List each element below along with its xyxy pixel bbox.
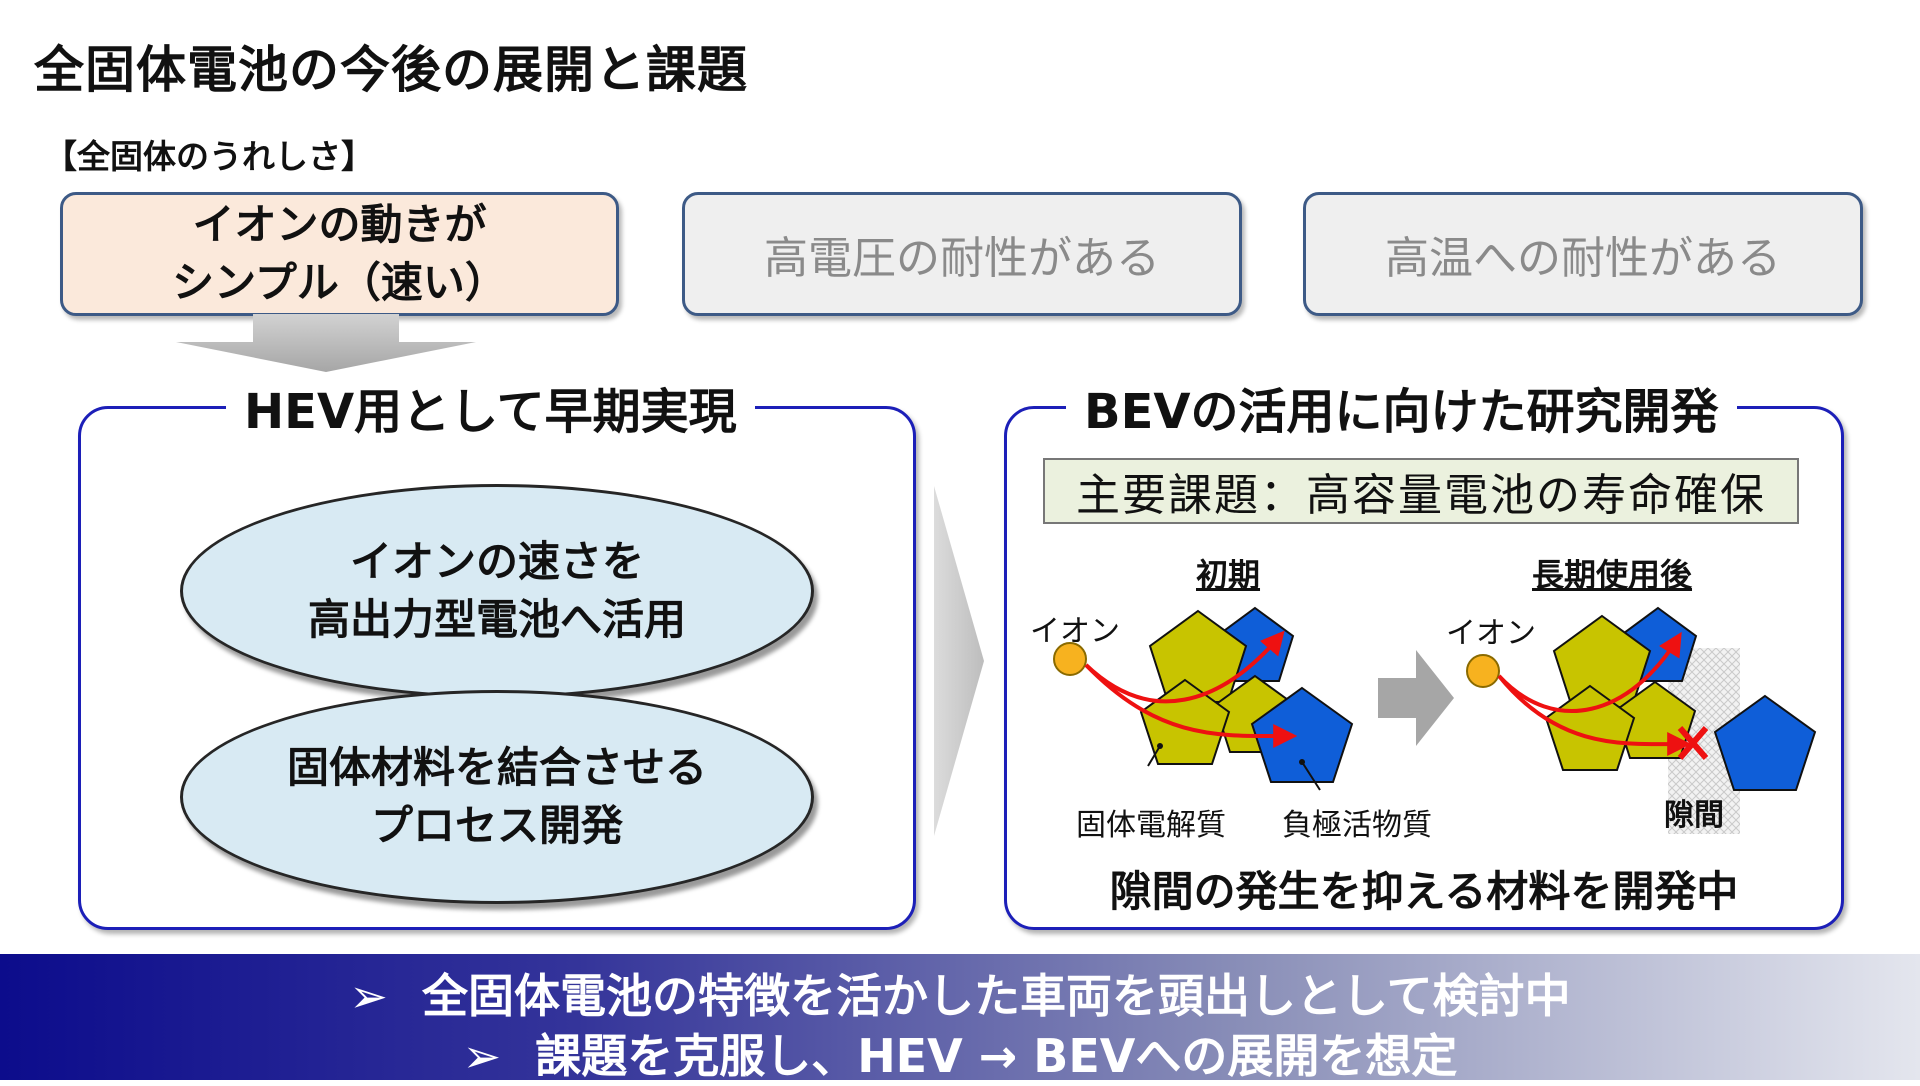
bev-panel-heading: BEVの活用に向けた研究開発 — [1066, 372, 1737, 442]
bubble-line: 固体材料を結合させる — [286, 743, 707, 792]
banner-text: 全固体電池の特徴を活かした車両を頭出しとして検討中 — [421, 969, 1571, 1023]
anode-material-label: 負極活物質 — [1282, 808, 1432, 843]
initial-label: 初期 — [1196, 556, 1261, 594]
banner-line: ➢ 課題を克服し、HEV → BEVへの展開を想定 — [0, 1020, 1920, 1086]
banner-text: 課題を克服し、HEV → BEVへの展開を想定 — [535, 1029, 1458, 1083]
gap-label: 隙間 — [1664, 798, 1724, 833]
banner-line: ➢ 全固体電池の特徴を活かした車両を頭出しとして検討中 — [0, 960, 1920, 1026]
ion-path-arrow — [1497, 674, 1692, 757]
merit-line: シンプル（速い） — [172, 258, 507, 307]
page-title: 全固体電池の今後の展開と課題 — [34, 41, 748, 99]
merit-line: 高温への耐性がある — [1385, 233, 1781, 284]
anode-particle — [1713, 694, 1817, 791]
ion-speed-bubble: イオンの速さを 高出力型電池へ活用 — [180, 484, 814, 698]
hev-panel-heading: HEV用として早期実現 — [226, 372, 755, 442]
ion-label: イオン — [1446, 616, 1536, 651]
after-long-use-diagram — [1466, 606, 1817, 834]
leader-line — [1147, 745, 1161, 767]
bubble-line: イオンの速さを — [349, 537, 644, 586]
conclusion-text: 隙間の発生を抑える材料を開発中 — [1109, 867, 1739, 916]
ion-path-arrow — [1084, 630, 1285, 704]
merit-box-ion-speed: イオンの動きが シンプル（速い） — [60, 192, 619, 316]
bubble-line: プロセス開発 — [370, 801, 623, 850]
leader-dot — [1157, 743, 1163, 749]
ion-path-arrow — [1084, 663, 1298, 749]
section-label: 【全固体のうれしさ】 — [44, 137, 374, 176]
merit-line: イオンの動きが — [192, 200, 487, 249]
process-dev-bubble: 固体材料を結合させる プロセス開発 — [180, 690, 814, 904]
merit-box-high-voltage: 高電圧の耐性がある — [682, 192, 1242, 316]
anode-particle — [1250, 686, 1354, 783]
transition-arrow-icon — [1378, 650, 1454, 746]
leader-dot — [1299, 759, 1305, 765]
main-issue-box: 主要課題：高容量電池の寿命確保 — [1043, 458, 1799, 524]
ion-label: イオン — [1030, 614, 1120, 649]
blocked-x-icon — [1677, 726, 1709, 760]
bullet-icon: ➢ — [349, 969, 388, 1023]
merit-box-high-temperature: 高温への耐性がある — [1303, 192, 1863, 316]
down-arrow-icon — [176, 314, 476, 372]
leader-line — [1301, 761, 1321, 791]
bubble-line: 高出力型電池へ活用 — [307, 595, 686, 644]
after-long-use-label: 長期使用後 — [1532, 556, 1693, 594]
chevron-right-icon — [934, 486, 984, 836]
initial-state-diagram — [1053, 606, 1354, 791]
solid-electrolyte-label: 固体電解質 — [1076, 808, 1226, 843]
bullet-icon: ➢ — [462, 1029, 502, 1083]
ion-icon — [1053, 642, 1087, 676]
bottom-banner: ➢ 全固体電池の特徴を活かした車両を頭出しとして検討中 ➢ 課題を克服し、HEV… — [0, 954, 1920, 1083]
ion-icon — [1466, 654, 1500, 688]
merit-line: 高電圧の耐性がある — [764, 233, 1160, 284]
electrolyte-particle — [1544, 684, 1636, 771]
ion-path-arrow — [1497, 631, 1682, 713]
